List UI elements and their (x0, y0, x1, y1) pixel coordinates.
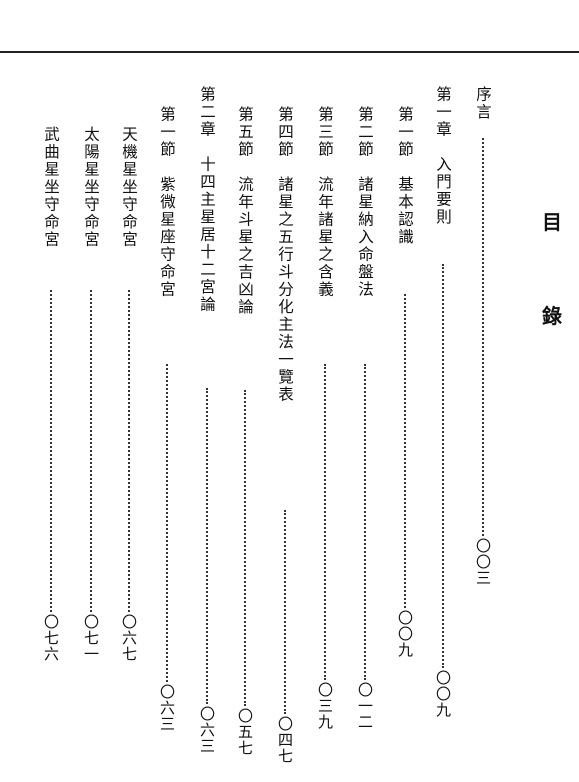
toc-page-number: 〇四七 (276, 716, 294, 764)
dot-leader (364, 364, 366, 680)
toc-entry-title: 第四節 諸星之五行斗分化主法一覽表 (276, 106, 294, 404)
toc-page-number: 〇〇三 (474, 538, 492, 586)
toc-entry-title: 序言 (474, 86, 492, 121)
toc-entry-title: 太陽星坐守命宮 (82, 126, 100, 249)
toc-page-number: 〇七六 (42, 614, 60, 662)
toc-entry-title: 第五節 流年斗星之吉凶論 (236, 106, 254, 316)
heading-char-lu: 錄 (542, 304, 562, 328)
dot-leader (482, 138, 484, 536)
toc-page-number: 〇六七 (120, 614, 138, 662)
toc-entry-title: 第二節 諸星納入命盤法 (356, 106, 374, 299)
toc-page-number: 〇六三 (158, 684, 176, 732)
dot-leader (442, 264, 444, 668)
toc-page-number: 〇三九 (316, 682, 334, 730)
toc-page-number: 〇六三 (198, 706, 216, 754)
dot-leader (284, 510, 286, 714)
dot-leader (244, 390, 246, 706)
dot-leader (166, 364, 168, 682)
toc-entry-title: 第一節 紫微星座守命宮 (158, 106, 176, 299)
dot-leader (50, 290, 52, 612)
toc-entry-title: 武曲星坐守命宮 (42, 126, 60, 249)
dot-leader (90, 290, 92, 612)
toc-entry-title: 第二章 十四主星居十二宮論 (198, 86, 216, 314)
toc-page-number: 〇〇九 (434, 670, 452, 718)
toc-entry-title: 第三節 流年諸星之含義 (316, 106, 334, 299)
toc-entry-title: 第一節 基本認識 (396, 106, 414, 246)
toc-entry-title: 第一章 入門要則 (434, 86, 452, 226)
top-rule (0, 51, 579, 53)
toc-page-number: 〇七一 (82, 614, 100, 662)
toc-page-number: 〇一二 (356, 682, 374, 730)
toc-entry-title: 天機星坐守命宮 (120, 126, 138, 249)
toc-page-number: 〇五七 (236, 708, 254, 756)
toc-page-number: 〇〇九 (396, 610, 414, 658)
dot-leader (128, 290, 130, 612)
dot-leader (206, 388, 208, 704)
dot-leader (324, 364, 326, 680)
heading-char-mu: 目 (542, 210, 562, 234)
dot-leader (404, 294, 406, 608)
